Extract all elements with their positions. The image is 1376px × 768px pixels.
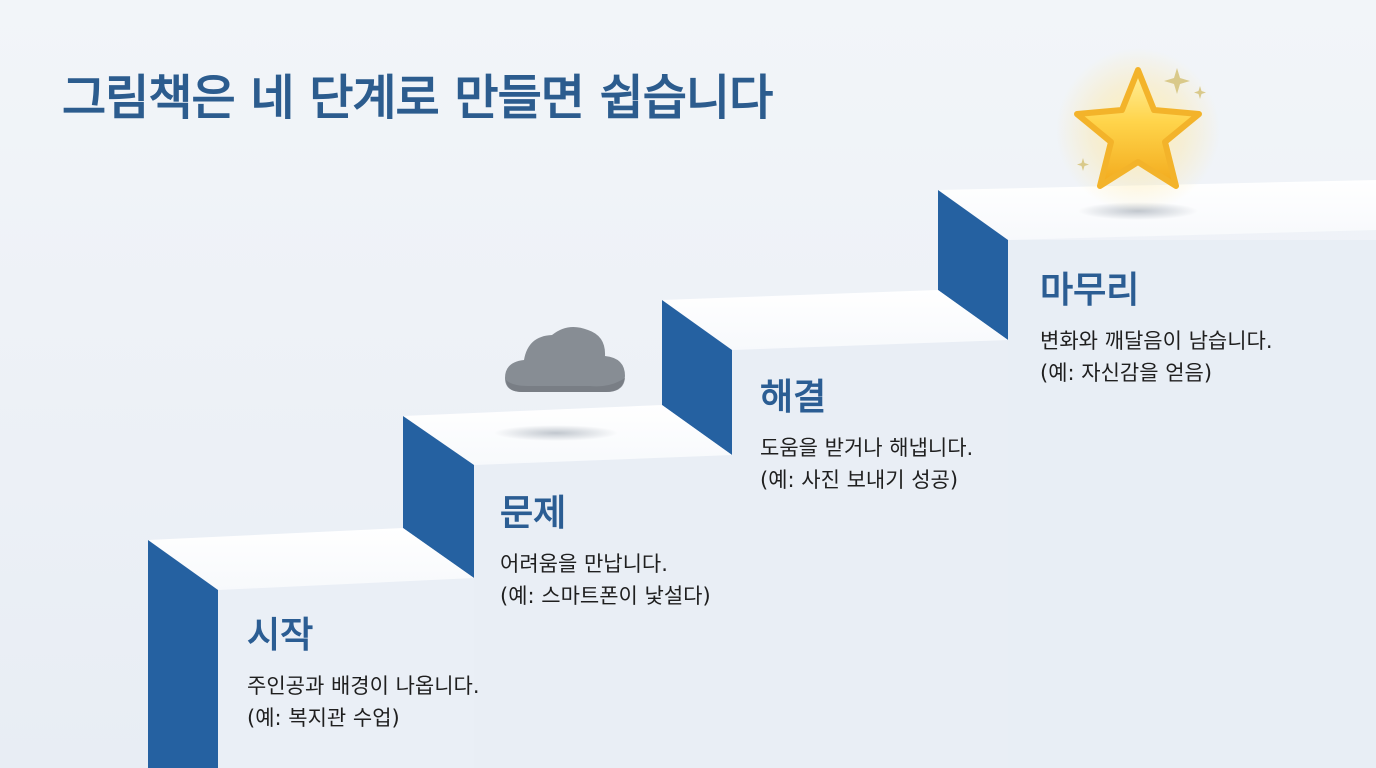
page-title: 그림책은 네 단계로 만들면 쉽습니다	[62, 70, 773, 126]
step-3-text: 해결 도움을 받거나 해냅니다. (예: 사진 보내기 성공)	[760, 368, 973, 496]
step-3-title: 해결	[760, 377, 827, 418]
step-1-example: (예: 복지관 수업)	[247, 706, 400, 730]
step-1-text: 시작 주인공과 배경이 나옵니다. (예: 복지관 수업)	[247, 606, 480, 734]
step-1-title: 시작	[247, 615, 314, 656]
step-4-text: 마무리 변화와 깨달음이 남습니다. (예: 자신감을 얻음)	[1040, 261, 1273, 389]
step-4-title: 마무리	[1040, 270, 1140, 311]
step-4-description: 변화와 깨달음이 남습니다.	[1040, 329, 1273, 353]
step-1-block	[148, 528, 474, 768]
cloud-icon	[505, 326, 625, 392]
step-4-example: (예: 자신감을 얻음)	[1040, 361, 1213, 385]
step-3-description: 도움을 받거나 해냅니다.	[760, 436, 974, 460]
star-icon	[1074, 67, 1202, 189]
sparkle-icon	[1077, 68, 1206, 171]
step-2-example: (예: 스마트폰이 낯설다)	[500, 584, 711, 608]
step-3-example: (예: 사진 보내기 성공)	[760, 468, 959, 492]
cloud-shadow	[494, 425, 618, 441]
step-2-text: 문제 어려움을 만납니다. (예: 스마트폰이 낯설다)	[500, 484, 711, 612]
step-2-description: 어려움을 만납니다.	[500, 552, 668, 576]
step-3-block	[662, 290, 1008, 768]
step-1-description: 주인공과 배경이 나옵니다.	[247, 674, 480, 698]
step-2-title: 문제	[500, 493, 567, 534]
step-4-block	[938, 180, 1376, 768]
